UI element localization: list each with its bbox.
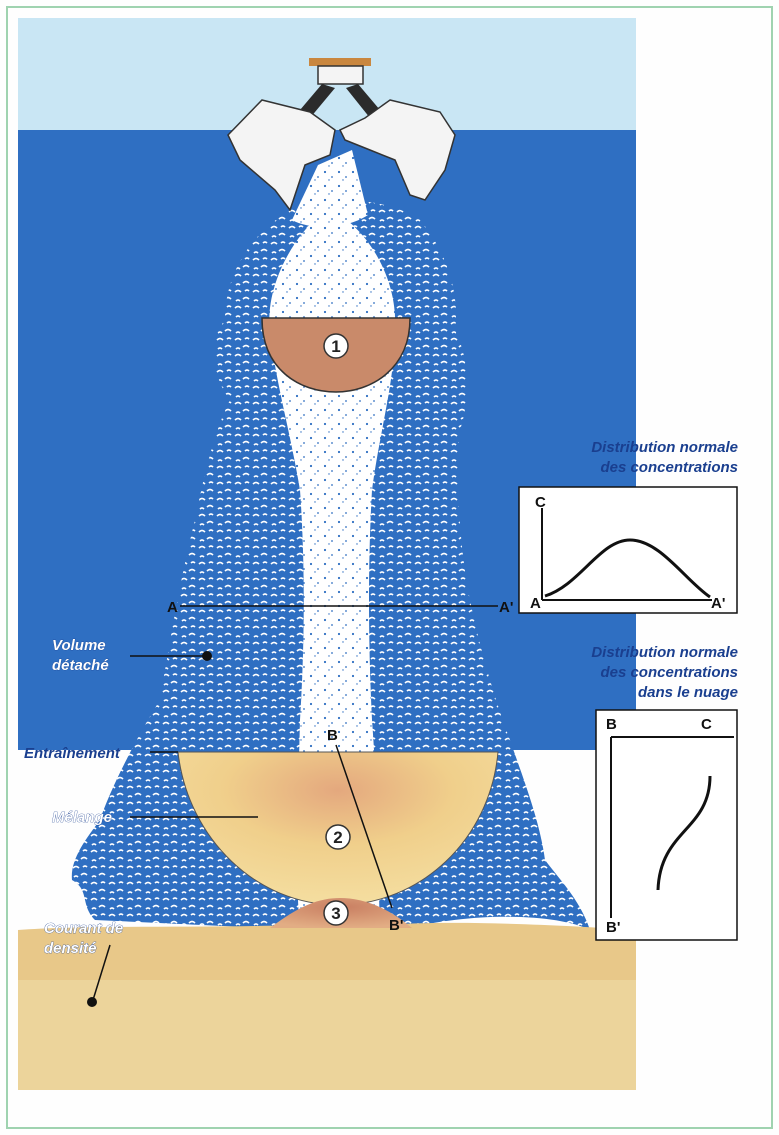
graph1-x-end-label: A' bbox=[711, 595, 725, 612]
label-entrainement: Entraînement bbox=[24, 745, 121, 762]
label-volume-line1: Volume bbox=[52, 637, 106, 654]
label-volume-line2: détaché bbox=[52, 657, 109, 674]
label-courant-line2: densité bbox=[44, 940, 97, 957]
zone2-number: 2 bbox=[333, 828, 342, 847]
leader-volume-dot bbox=[202, 651, 212, 661]
leader-courant-dot bbox=[87, 997, 97, 1007]
label-melange: Mélange bbox=[52, 809, 112, 826]
section-a-left-label: A bbox=[167, 599, 178, 616]
graph1-x-start-label: A bbox=[530, 595, 541, 612]
graph2-title-line3: dans le nuage bbox=[638, 684, 738, 701]
section-a-right-label: A' bbox=[499, 599, 513, 616]
graph2-top-right-label: C bbox=[701, 716, 712, 733]
graph1-y-label: C bbox=[535, 494, 546, 511]
section-b-top-label: B bbox=[327, 727, 338, 744]
graph1-title-line1: Distribution normale bbox=[591, 439, 738, 456]
label-courant-line1: Courant de bbox=[44, 920, 123, 937]
graph2-title-line2: des concentrations bbox=[600, 664, 738, 681]
zone3-number: 3 bbox=[331, 904, 340, 923]
graph2-title-line1: Distribution normale bbox=[591, 644, 738, 661]
section-b-bottom-label: B' bbox=[389, 917, 403, 934]
graph2-box bbox=[596, 710, 737, 940]
zone1-number: 1 bbox=[331, 337, 340, 356]
graph1-title-line2: des concentrations bbox=[600, 459, 738, 476]
graph2-bottom-left-label: B' bbox=[606, 919, 620, 936]
graph2-top-left-label: B bbox=[606, 716, 617, 733]
seabed-lower bbox=[18, 980, 636, 1090]
